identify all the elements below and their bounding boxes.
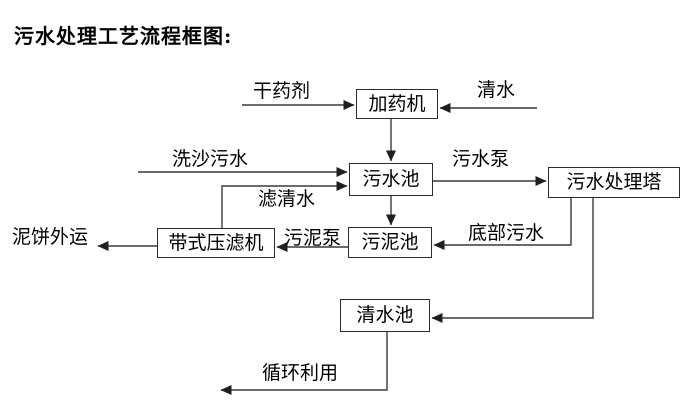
node-sludge-pool: 污泥池 (348, 227, 432, 258)
label-sludge-pump: 污泥泵 (284, 227, 342, 249)
label-sand-washing-sewage: 洗沙污水 (172, 148, 249, 170)
label-mud-cake-out: 泥饼外运 (12, 226, 89, 248)
diagram-title: 污水处理工艺流程框图: (14, 24, 233, 48)
edge-clean-pool-to-recycle (220, 332, 388, 395)
label-bottom-sewage: 底部污水 (468, 222, 545, 244)
edge-tower-bottom-to-sludge-pool (433, 198, 572, 250)
edge-tower-to-clean-water-pool (431, 198, 594, 323)
label-recycle-use: 循环利用 (262, 362, 339, 384)
node-dosing-machine: 加药机 (356, 89, 438, 119)
label-sewage-pump: 污水泵 (452, 148, 510, 170)
edge-filtered-water-to-sewage-pool (221, 181, 348, 228)
label-dry-chemical: 干药剂 (253, 80, 311, 102)
label-filtered-water: 滤清水 (258, 188, 316, 210)
node-clean-water-pool: 清水池 (340, 299, 430, 332)
node-sewage-pool: 污水池 (349, 163, 433, 196)
label-clean-water: 清水 (477, 79, 516, 101)
node-treatment-tower: 污水处理塔 (548, 167, 680, 198)
node-belt-filter-press: 带式压滤机 (157, 228, 275, 258)
